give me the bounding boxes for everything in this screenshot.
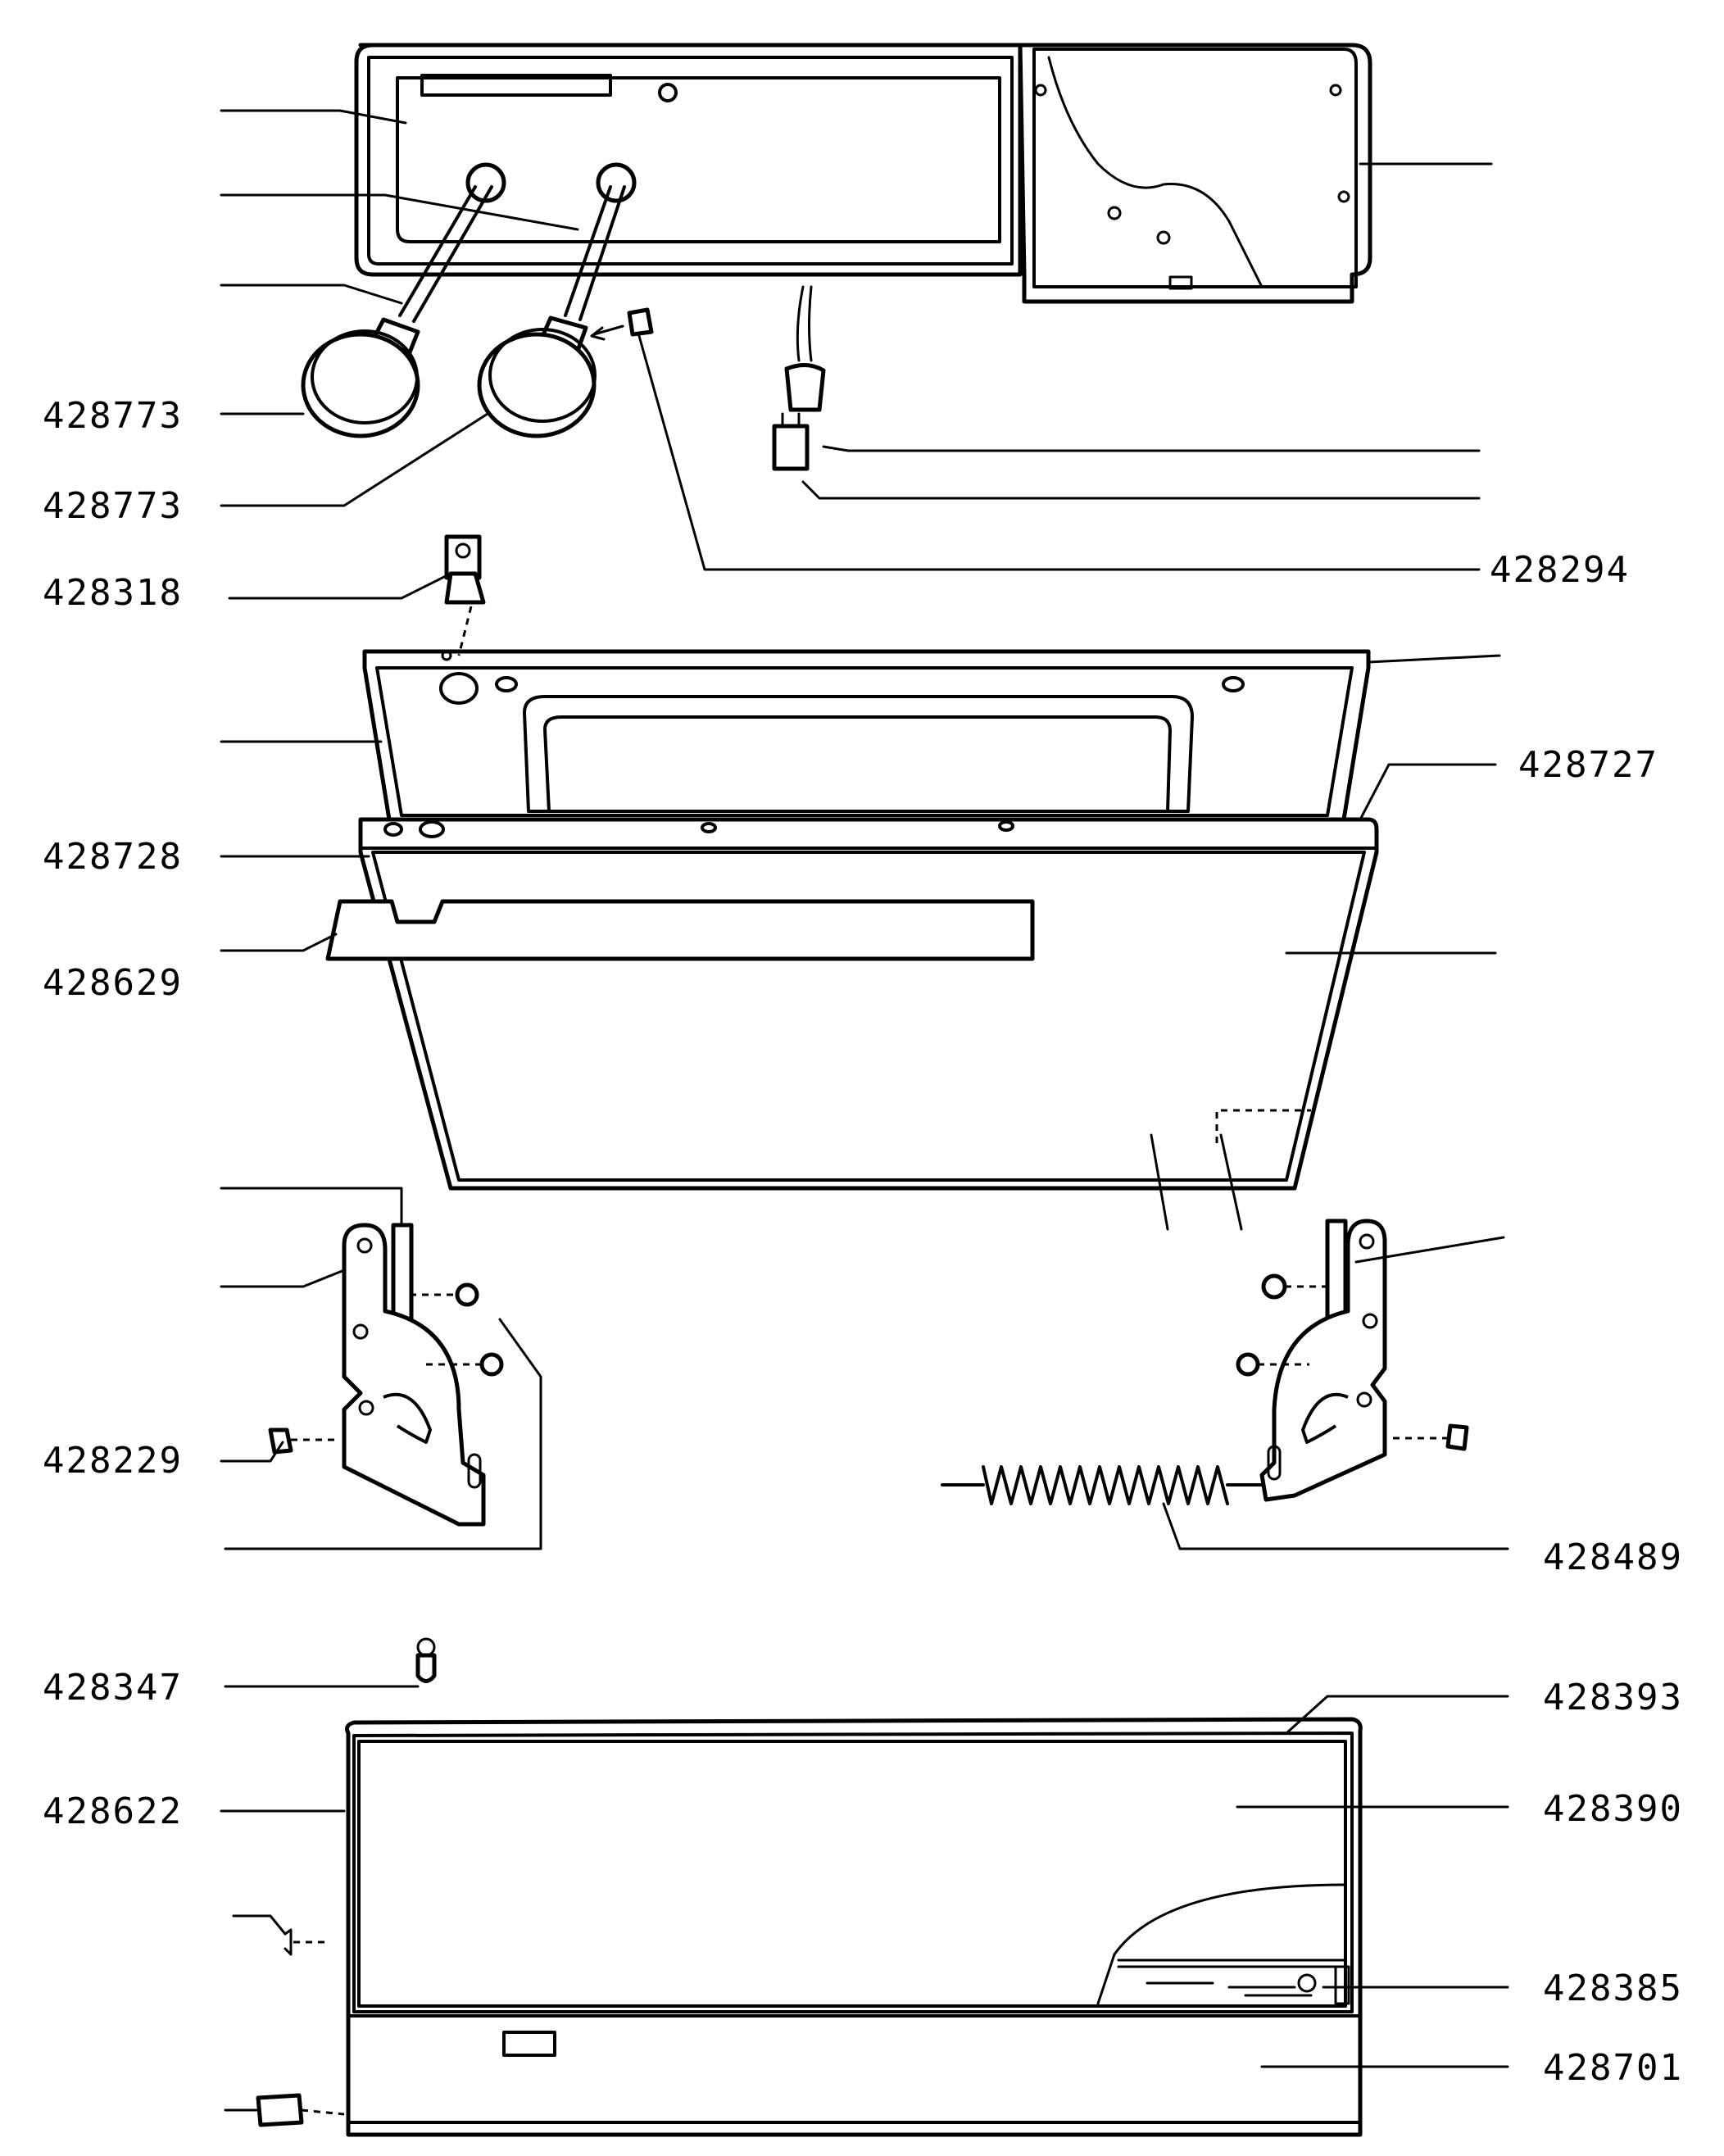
outer-door [358, 817, 1379, 1231]
part-label-428318: 428318 [43, 572, 183, 614]
part-label-428294: 428294 [1490, 549, 1630, 591]
part-label-428773-a: 428773 [43, 395, 183, 437]
small-screw [415, 1637, 437, 1683]
kick-panel [345, 1717, 1363, 2137]
part-label-428773-b: 428773 [43, 485, 183, 527]
small-clip [590, 307, 654, 341]
label-leaders [220, 334, 1509, 2068]
part-label-428489: 428489 [1543, 1536, 1683, 1578]
control-panel-right-bracket [1018, 43, 1372, 304]
part-label-428622: 428622 [43, 1791, 183, 1832]
part-label-428701: 428701 [1543, 2047, 1683, 2089]
part-label-428229: 428229 [43, 1440, 183, 1482]
side-clip [284, 1928, 328, 1956]
door-catch [444, 534, 486, 605]
door-trim-strip [325, 899, 1035, 961]
part-label-428385: 428385 [1543, 1968, 1683, 2009]
control-panel [354, 43, 1023, 277]
part-label-428393: 428393 [1543, 1677, 1683, 1718]
hinge-left [268, 1223, 504, 1527]
part-label-428629: 428629 [43, 962, 183, 1004]
part-label-428347: 428347 [43, 1667, 183, 1709]
inner-door-frame [362, 606, 1371, 822]
switch-assembly [772, 285, 826, 471]
leader-lines [220, 109, 1505, 2112]
part-label-428728: 428728 [43, 836, 183, 878]
foot-block [256, 2093, 345, 2127]
part-label-428390: 428390 [1543, 1788, 1683, 1830]
knob-right [477, 185, 626, 438]
part-label-428727: 428727 [1518, 744, 1658, 786]
hinge-right [1236, 1219, 1469, 1502]
spring [941, 1465, 1264, 1505]
